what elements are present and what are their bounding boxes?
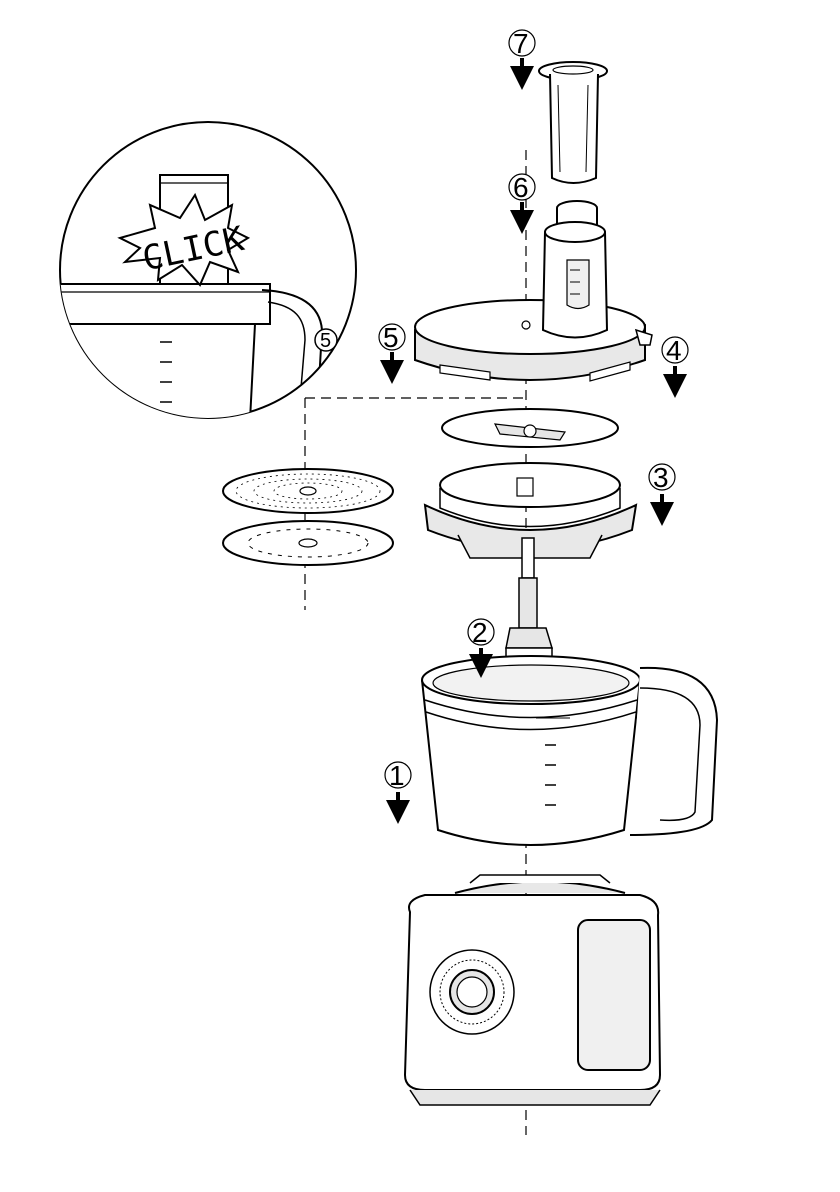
click-detail-callout: CLICK 5 [40, 122, 356, 420]
step-number: 3 [653, 462, 669, 493]
step-marker-5: 5 [379, 322, 405, 372]
step-number: 4 [666, 335, 682, 366]
slicing-blade-disc [442, 409, 618, 447]
callout-step-number: 5 [320, 330, 331, 352]
step-marker-3: 3 [649, 462, 675, 514]
step-marker-7: 7 [509, 28, 535, 78]
step-number: 5 [383, 322, 399, 353]
step-number: 2 [472, 617, 488, 648]
step-marker-1: 1 [385, 760, 411, 812]
step-number: 6 [513, 172, 529, 203]
grating-disc-fine [223, 469, 393, 513]
motor-base-part [405, 875, 660, 1105]
lid-part [415, 222, 652, 381]
bowl-part [422, 656, 717, 845]
step-number: 7 [513, 28, 529, 59]
step-number: 1 [389, 760, 405, 791]
step-marker-6: 6 [509, 172, 535, 222]
grating-disc-coarse [223, 521, 393, 565]
pusher-part [539, 62, 607, 183]
step-marker-4: 4 [662, 335, 688, 386]
